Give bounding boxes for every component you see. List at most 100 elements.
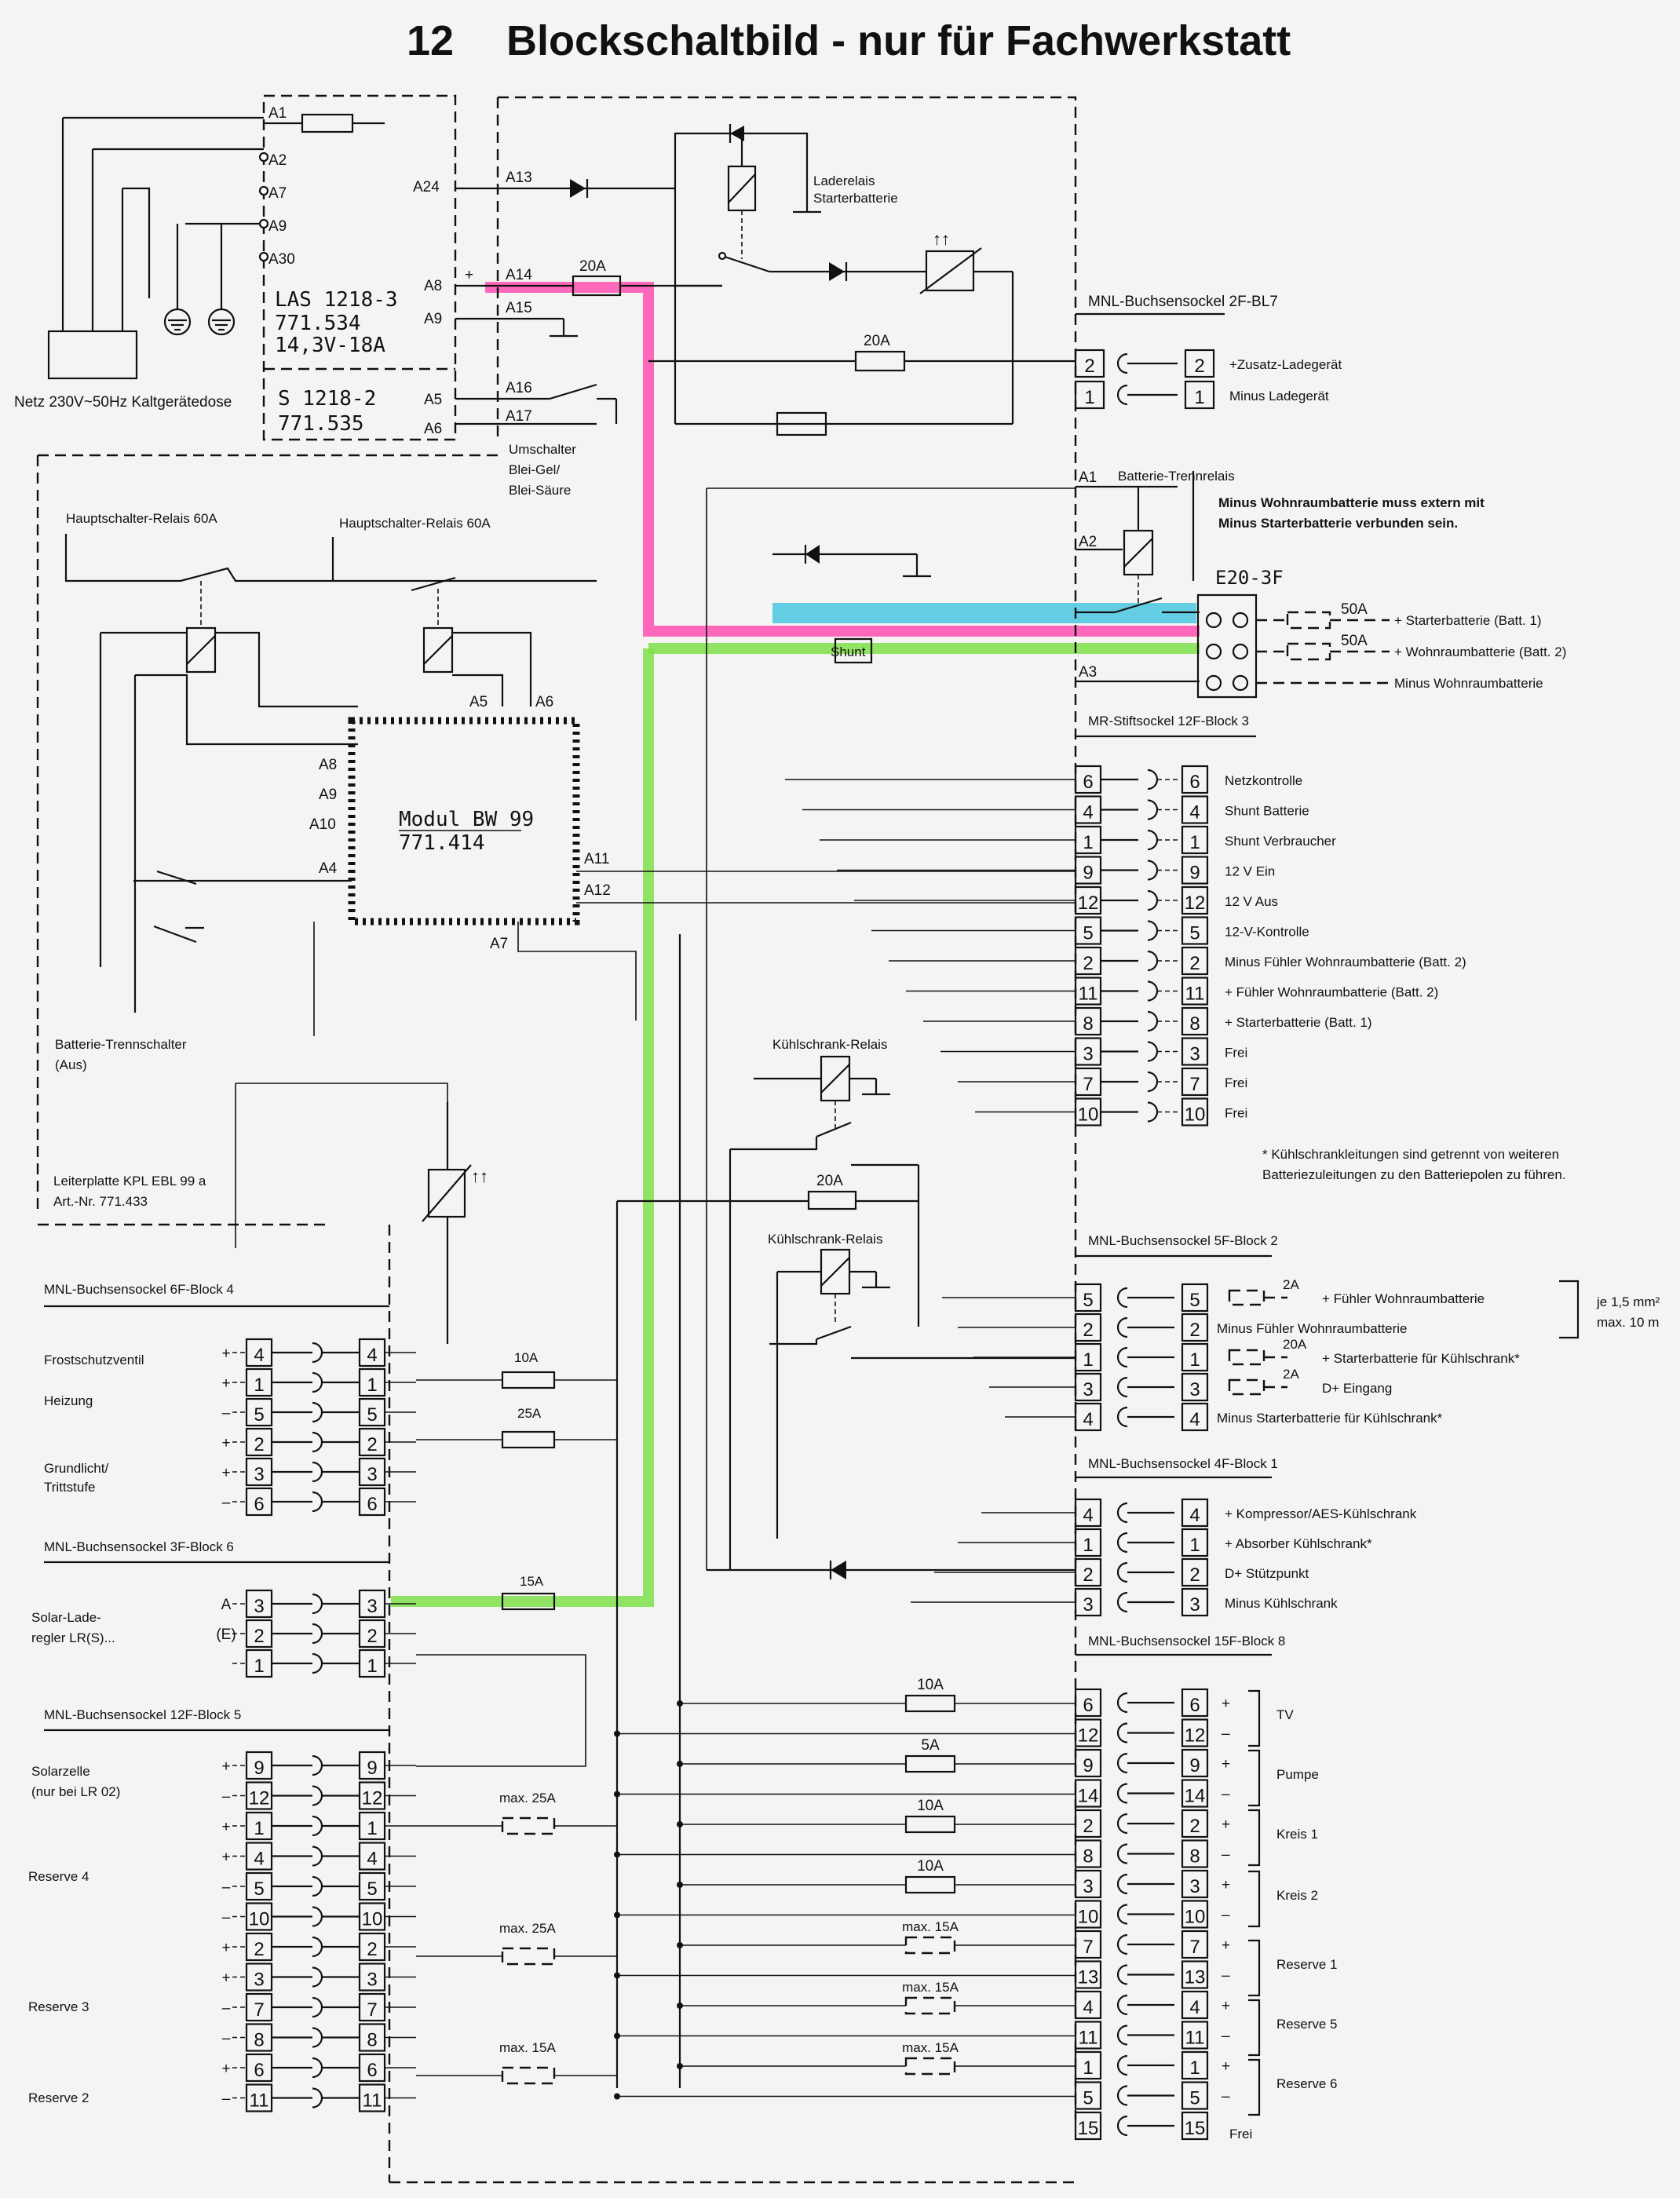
socket-icon <box>1116 1316 1128 1338</box>
b8-pin-ext-box <box>1181 2021 1209 2050</box>
modul-pin-a5: A5 <box>469 694 488 710</box>
b5-pin-int: 3 <box>367 1970 377 1991</box>
socket-icon <box>1116 1843 1128 1864</box>
modul-pin-a12: A12 <box>584 882 611 899</box>
b2-pin-ext-box <box>1181 1283 1209 1313</box>
socket-icon <box>1116 2025 1128 2046</box>
block4-label-heizung: Heizung <box>44 1393 93 1408</box>
b8-fuse: 10A <box>917 1858 944 1875</box>
b1-pin: 1 <box>1083 1535 1093 1556</box>
block6-title: MNL-Buchsensockel 3F-Block 6 <box>44 1539 234 1554</box>
b5-pin: 10 <box>249 1909 270 1930</box>
modul-pin-a9: A9 <box>319 787 337 803</box>
b4-sign: – <box>222 1405 231 1422</box>
b5-pin: 12 <box>249 1788 270 1809</box>
socket-icon <box>1116 352 1128 374</box>
b8-pin: 7 <box>1083 1937 1093 1958</box>
socket-icon <box>1116 1532 1128 1554</box>
modul-pin-a7: A7 <box>490 936 508 952</box>
b2-label: Minus Starterbatterie für Kühlschrank* <box>1217 1411 1443 1426</box>
socket-icon <box>1116 1722 1128 1743</box>
haupt-left-label: Hauptschalter-Relais 60A <box>66 511 217 526</box>
trenn-pin-a1: A1 <box>1079 469 1097 486</box>
page-title: Blockschaltbild - nur für Fachwerkstatt <box>506 17 1291 64</box>
b5-pin-int: 10 <box>362 1909 383 1930</box>
mr-title: MR-Stiftsockel 12F-Block 3 <box>1088 714 1249 728</box>
b4-pin-int: 3 <box>367 1464 377 1485</box>
b4-sign: + <box>221 1345 230 1362</box>
b4-pin-int: 4 <box>367 1345 377 1366</box>
mr-pin: 4 <box>1083 802 1093 823</box>
b6-sign: (E) <box>216 1627 236 1643</box>
mr-pin-ext: 10 <box>1185 1104 1206 1126</box>
socket-icon <box>1116 1287 1128 1309</box>
mr-pin-ext-box <box>1181 977 1209 1006</box>
mr-pin: 5 <box>1083 923 1093 944</box>
b8-sign: – <box>1222 1847 1230 1864</box>
kuehl-relay1-label: Kühlschrank-Relais <box>772 1037 887 1052</box>
b8-group-label: Frei <box>1229 2127 1252 2141</box>
b8-sign: + <box>1222 1998 1230 2014</box>
e20-block-title: E20-3F <box>1215 567 1284 589</box>
ground-icon <box>163 308 192 336</box>
b8-pin-box <box>1074 1900 1102 1929</box>
mr-label: Frei <box>1225 1106 1247 1121</box>
mr-pin: 10 <box>1078 1104 1099 1126</box>
socket-icon <box>1116 1692 1128 1714</box>
modul-pin-a6: A6 <box>535 694 553 710</box>
b8-sign: – <box>1222 1968 1230 1984</box>
mr-label: Shunt Verbraucher <box>1225 834 1336 849</box>
b8-pin-ext-box <box>1181 1839 1209 1868</box>
b1-pin-ext: 3 <box>1189 1594 1200 1616</box>
b2-fuse: 20A <box>1283 1337 1307 1352</box>
block5-label-reserve3: Reserve 3 <box>28 1999 89 2014</box>
b8-pin-ext: 5 <box>1189 2088 1200 2109</box>
b2-fuse: 2A <box>1283 1367 1299 1382</box>
b8-pin-ext-box <box>1181 1718 1209 1747</box>
b4-pin: 3 <box>254 1464 264 1485</box>
b2-pin-ext: 2 <box>1189 1320 1200 1341</box>
b5-pin: 7 <box>254 1999 264 2021</box>
b8-pin-ext-box <box>1181 1748 1209 1778</box>
mr-pin-ext: 12 <box>1185 893 1206 914</box>
b8-pin-box <box>1074 2021 1102 2050</box>
b4-pin-int: 1 <box>367 1375 377 1396</box>
b1-pin: 2 <box>1083 1565 1093 1586</box>
mr-pin: 7 <box>1083 1074 1093 1095</box>
e20-label: Minus Wohnraumbatterie <box>1394 676 1543 691</box>
trenn-label: Batterie-Trennrelais <box>1118 469 1235 484</box>
b8-pin-ext: 3 <box>1189 1876 1200 1897</box>
block4-label-frost: Frostschutzventil <box>44 1353 144 1367</box>
umschalter-line2: Blei-Gel/ <box>509 462 560 477</box>
b6-pin: 1 <box>254 1656 264 1677</box>
b2-label: Minus Fühler Wohnraumbatterie <box>1217 1321 1408 1336</box>
b5-sign: – <box>222 2031 231 2047</box>
b5-sign: + <box>221 1758 230 1775</box>
charger-pin-a6: A6 <box>424 421 442 437</box>
block5-fuse1: max. 25A <box>499 1791 556 1806</box>
b5-sign: – <box>222 1879 231 1896</box>
b8-group-label: Reserve 1 <box>1276 1957 1337 1972</box>
fuse-mid: 20A <box>864 333 890 349</box>
trenn-pin-a2: A2 <box>1079 534 1097 550</box>
b4-pin: 6 <box>254 1494 264 1515</box>
b8-sign: + <box>1222 2058 1230 2075</box>
b8-group-label: TV <box>1276 1707 1294 1722</box>
charger-pin-a1: A1 <box>268 105 287 122</box>
b5-pin: 6 <box>254 2060 264 2081</box>
b8-pin-box <box>1074 1809 1102 1838</box>
socket-icon <box>1116 1783 1128 1804</box>
b8-pin-ext: 10 <box>1185 1907 1206 1928</box>
b8-sign: + <box>1222 1937 1230 1954</box>
b8-fuse: max. 15A <box>902 1919 959 1934</box>
charger-sub-art: 771.535 <box>278 412 364 436</box>
mr-pin-ext-box <box>1181 765 1209 794</box>
mr-pin: 6 <box>1083 772 1093 793</box>
b8-sign: + <box>1222 1816 1230 1833</box>
charger-pin-a9: A9 <box>268 218 287 235</box>
b8-pin-ext-box <box>1181 2081 1209 2110</box>
b1-pin-ext: 2 <box>1189 1565 1200 1586</box>
mr-pin: 9 <box>1083 863 1093 884</box>
